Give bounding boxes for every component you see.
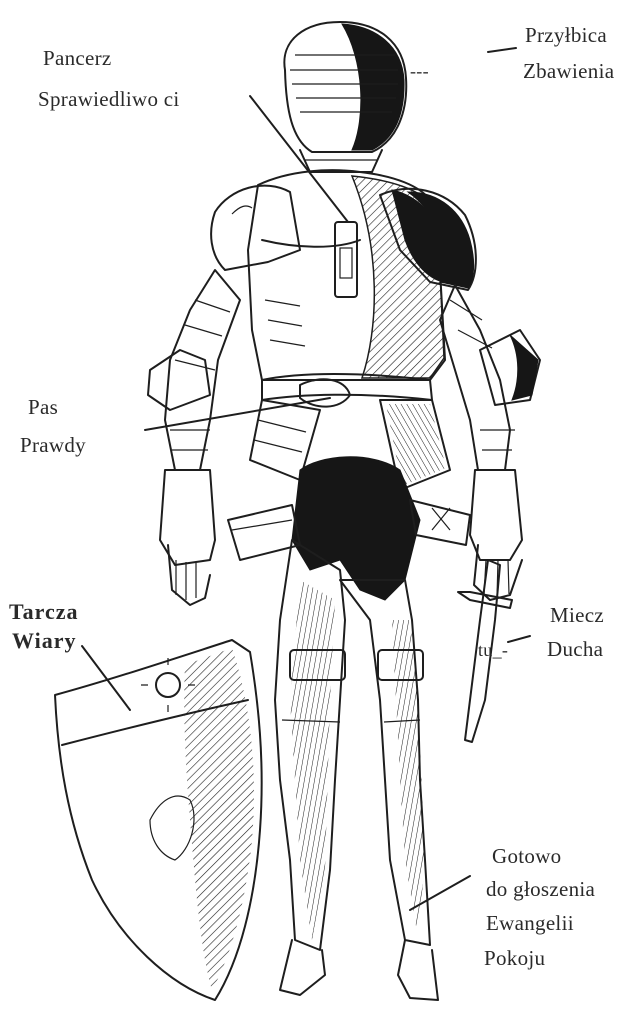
shoes-label-line1: Gotowo — [492, 843, 561, 870]
helmet-dashes: --- — [410, 58, 429, 85]
shoes-label-line3: Ewangelii — [486, 910, 574, 937]
sword-label-line1: Miecz — [550, 602, 604, 629]
right-arm — [440, 285, 540, 600]
shield-label-line2: Wiary — [12, 627, 76, 654]
shoes-label-line2: do głoszenia — [486, 876, 595, 903]
sword-label-line2: Ducha — [547, 636, 603, 663]
shield — [55, 640, 262, 1000]
helmet-label-line2: Zbawienia — [523, 58, 614, 85]
shoes-label-line4: Pokoju — [484, 945, 545, 972]
belt-leader — [145, 398, 330, 430]
shield-label-line1: Tarcza — [9, 598, 79, 625]
belt-label-line1: Pas — [28, 394, 58, 421]
sword-leader — [508, 636, 530, 642]
breastplate-leader — [250, 96, 348, 222]
breastplate-label-line1: Pancerz — [43, 45, 112, 72]
belt-label-line2: Prawdy — [20, 432, 86, 459]
shield-leader — [82, 646, 130, 710]
helmet — [284, 22, 406, 172]
breastplate-label-line2: Sprawiedliwo ci — [38, 86, 180, 113]
sword-dashes: tu_- — [478, 637, 508, 664]
skirt — [228, 457, 470, 600]
helmet-leader — [488, 48, 516, 52]
left-arm — [148, 270, 240, 605]
helmet-label-line1: Przyłbica — [525, 22, 607, 49]
legs — [275, 540, 438, 1000]
